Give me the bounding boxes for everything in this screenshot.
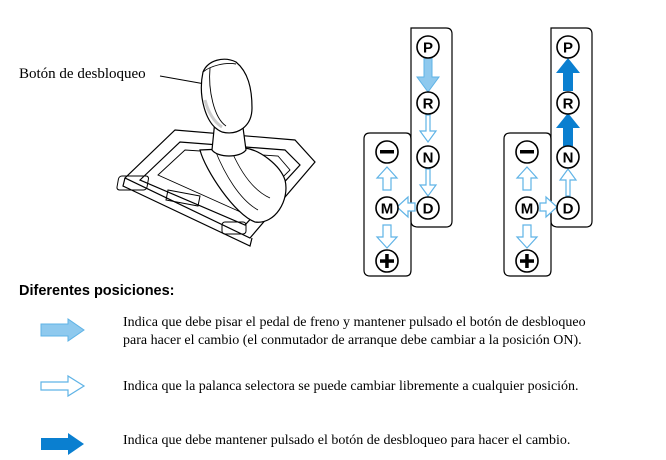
outline-arrow-m-up: [515, 166, 539, 191]
legend-heading: Diferentes posiciones:: [19, 283, 175, 299]
legend-item-3: Indica que debe mantener pulsado el botó…: [123, 433, 571, 448]
outline-arrow-r-n: [418, 114, 438, 144]
plus-icon-v: [385, 254, 389, 268]
callout-leader-line: [159, 75, 206, 85]
gate-position-r: [416, 91, 440, 115]
outline-arrow-d-m: [396, 195, 416, 219]
main-gate-frame: [410, 27, 453, 228]
gate-label-n: N: [563, 150, 574, 167]
outline-arrow-d-n: [558, 167, 578, 197]
gear-lever-illustration: [116, 58, 316, 247]
gate-label-d: D: [423, 201, 434, 218]
outline-arrow-m-d: [539, 195, 558, 219]
minus-icon: [520, 150, 534, 154]
console-base: [122, 129, 316, 247]
shift-gate-diagram-right: P R N D M: [503, 27, 593, 277]
solid-arrow-r-p: [556, 58, 580, 91]
shift-gate-diagram-left: P R N D M: [363, 27, 453, 277]
unlock-button-callout-label: Botón de desbloqueo: [19, 66, 146, 82]
shift-boot: [199, 147, 287, 223]
gate-position-m: [375, 196, 399, 220]
manual-gate-frame: [363, 132, 412, 277]
gate-position-n: [556, 145, 580, 169]
light-blue-arrow-p-r: [416, 57, 440, 93]
outline-arrow-m-down: [375, 224, 399, 249]
plus-icon-v: [525, 254, 529, 268]
legend-item-1-line-1: Indica que debe pisar el pedal de freno …: [123, 315, 586, 330]
gear-knob: [200, 58, 253, 134]
gate-position-d: [416, 196, 440, 220]
gate-label-m: M: [381, 201, 394, 218]
gate-label-n: N: [423, 150, 434, 167]
gate-label-p: P: [423, 40, 433, 57]
main-gate-frame: [550, 27, 593, 228]
outline-arrow-icon: [40, 374, 86, 398]
gate-position-n: [416, 145, 440, 169]
gate-label-r: R: [423, 96, 434, 113]
gate-label-d: D: [563, 201, 574, 218]
solid-arrow-n-r: [556, 113, 580, 146]
manual-gate-frame: [503, 132, 552, 277]
gate-position-m: [515, 196, 539, 220]
outline-arrow-m-up: [375, 166, 399, 191]
minus-icon: [380, 150, 394, 154]
legend-item-2: Indica que la palanca selectora se puede…: [123, 379, 579, 394]
outline-arrow-n-d: [418, 168, 438, 198]
console-gate-panel: [116, 175, 247, 235]
outline-arrow-m-down: [515, 224, 539, 249]
solid-blue-arrow-icon: [41, 433, 84, 455]
gate-label-p: P: [563, 40, 573, 57]
legend-item-1: Indica que debe pisar el pedal de freno …: [123, 314, 663, 350]
gate-label-r: R: [563, 96, 574, 113]
legend-item-1-line-2: para hacer el cambio (el conmutador de a…: [123, 333, 582, 348]
gate-label-m: M: [521, 201, 534, 218]
gate-position-d: [556, 196, 580, 220]
gate-position-p: [556, 35, 580, 59]
gate-position-r: [556, 91, 580, 115]
gate-position-p: [416, 35, 440, 59]
light-blue-filled-arrow-icon: [40, 318, 85, 342]
